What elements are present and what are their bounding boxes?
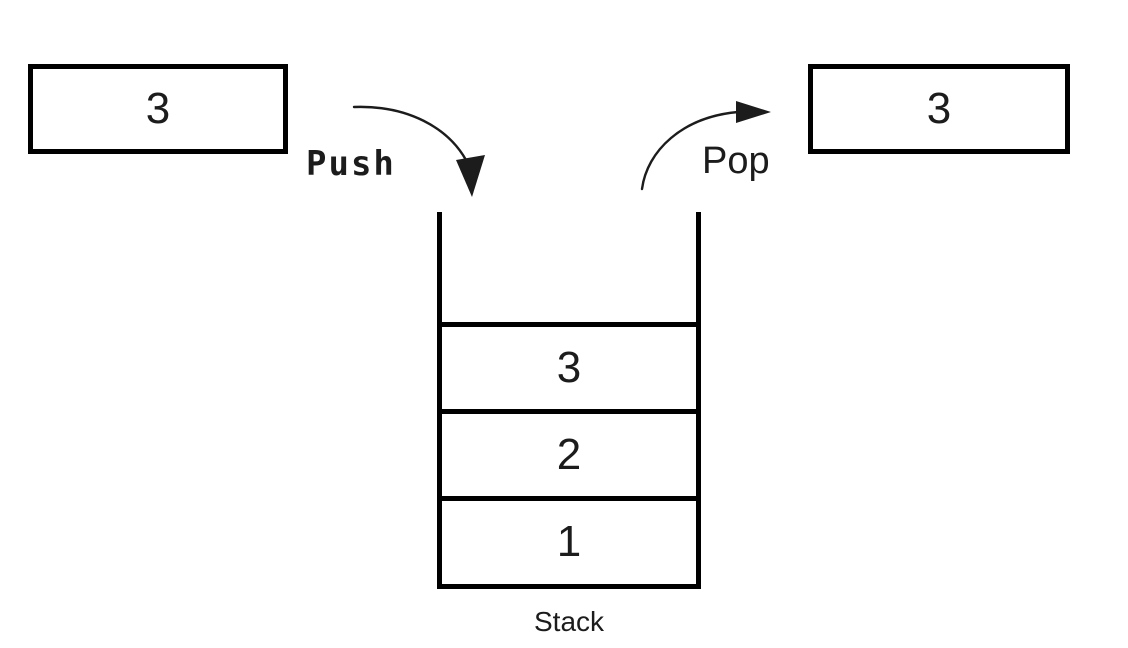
stack-caption: Stack — [533, 606, 605, 637]
pop-value-box: 3 — [808, 64, 1070, 154]
stack-cell-value: 1 — [556, 517, 582, 566]
push-label: Push — [306, 144, 396, 184]
pop-value: 3 — [926, 84, 952, 133]
push-value: 3 — [145, 84, 171, 133]
stack-open-space — [442, 212, 696, 322]
stack-container: 3 2 1 — [437, 212, 701, 589]
stack-cell-value: 3 — [556, 343, 582, 392]
stack-cell-middle: 2 — [442, 409, 696, 496]
stack-cell-bottom: 1 — [442, 496, 696, 583]
stack-cell-top: 3 — [442, 322, 696, 409]
pop-label: Pop — [702, 140, 770, 182]
push-value-box: 3 — [28, 64, 288, 154]
stack-cell-value: 2 — [556, 430, 582, 479]
